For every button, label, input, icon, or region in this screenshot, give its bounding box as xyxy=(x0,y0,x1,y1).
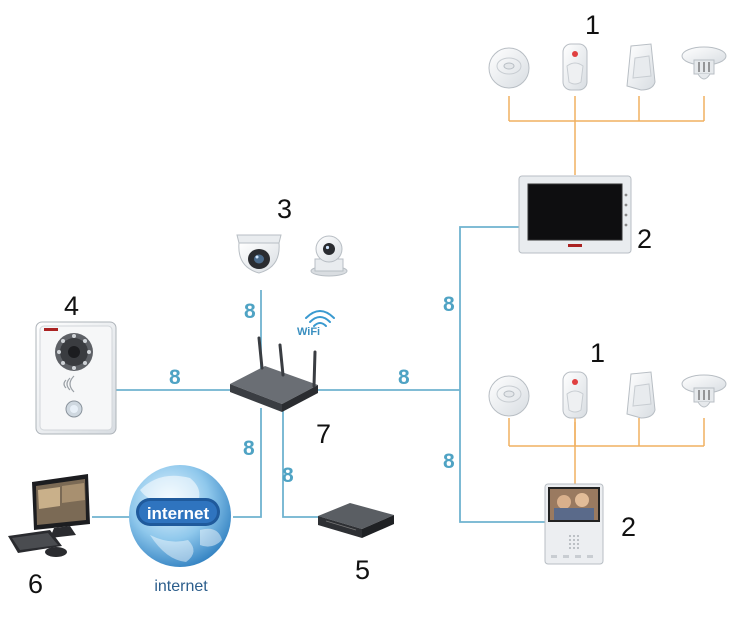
smoke-detector-icon xyxy=(488,375,530,417)
indoor-monitor-icon xyxy=(544,483,604,565)
wifi-icon xyxy=(305,310,335,327)
globe-icon xyxy=(129,465,231,567)
dome-camera-icon xyxy=(236,234,282,274)
label-outdoor-station: 4 xyxy=(64,291,79,321)
wifi-label: WiFi xyxy=(297,326,320,338)
cable-nvr-router xyxy=(282,404,322,518)
computer-icon xyxy=(8,474,90,557)
curtain-sensor-icon xyxy=(626,43,656,91)
label-sensors-bottom: 1 xyxy=(590,338,605,368)
cable-label-monitor-bottom: 8 xyxy=(443,450,455,473)
internet-caption: internet xyxy=(154,578,208,595)
curtain-sensor-icon xyxy=(626,371,656,419)
router-icon xyxy=(230,336,318,412)
pir-sensor-icon xyxy=(562,43,588,91)
cable-monitor-top xyxy=(459,226,545,523)
label-router: 7 xyxy=(316,419,331,449)
cable-label-camera: 8 xyxy=(244,300,256,323)
heat-detector-icon xyxy=(681,46,727,80)
network-cables xyxy=(92,226,545,523)
alarm-wiring-top xyxy=(508,96,705,175)
globe-label: internet xyxy=(147,504,210,523)
label-ip-cameras: 3 xyxy=(277,194,292,224)
cable-internet-router xyxy=(233,408,262,518)
sensor-group-bottom xyxy=(488,371,727,419)
cable-label-internet: 8 xyxy=(243,437,255,460)
nvr-icon xyxy=(318,503,394,538)
alarm-wiring-bottom xyxy=(508,418,705,484)
cable-label-switch: 8 xyxy=(398,366,410,389)
smoke-detector-icon xyxy=(488,47,530,89)
cable-label-station: 8 xyxy=(169,366,181,389)
indoor-monitor-icon xyxy=(518,175,632,254)
sensor-group-top xyxy=(488,43,727,91)
label-sensors-top: 1 xyxy=(585,10,600,40)
cable-label-nvr: 8 xyxy=(282,464,294,487)
door-station-icon xyxy=(35,321,117,435)
cable-label-monitor-top: 8 xyxy=(443,293,455,316)
label-indoor-monitor-bottom: 2 xyxy=(621,512,636,542)
pir-sensor-icon xyxy=(562,371,588,419)
label-pc: 6 xyxy=(28,569,43,599)
label-nvr: 5 xyxy=(355,555,370,585)
pt-camera-icon xyxy=(310,235,348,277)
label-indoor-monitor-top: 2 xyxy=(637,224,652,254)
heat-detector-icon xyxy=(681,374,727,408)
